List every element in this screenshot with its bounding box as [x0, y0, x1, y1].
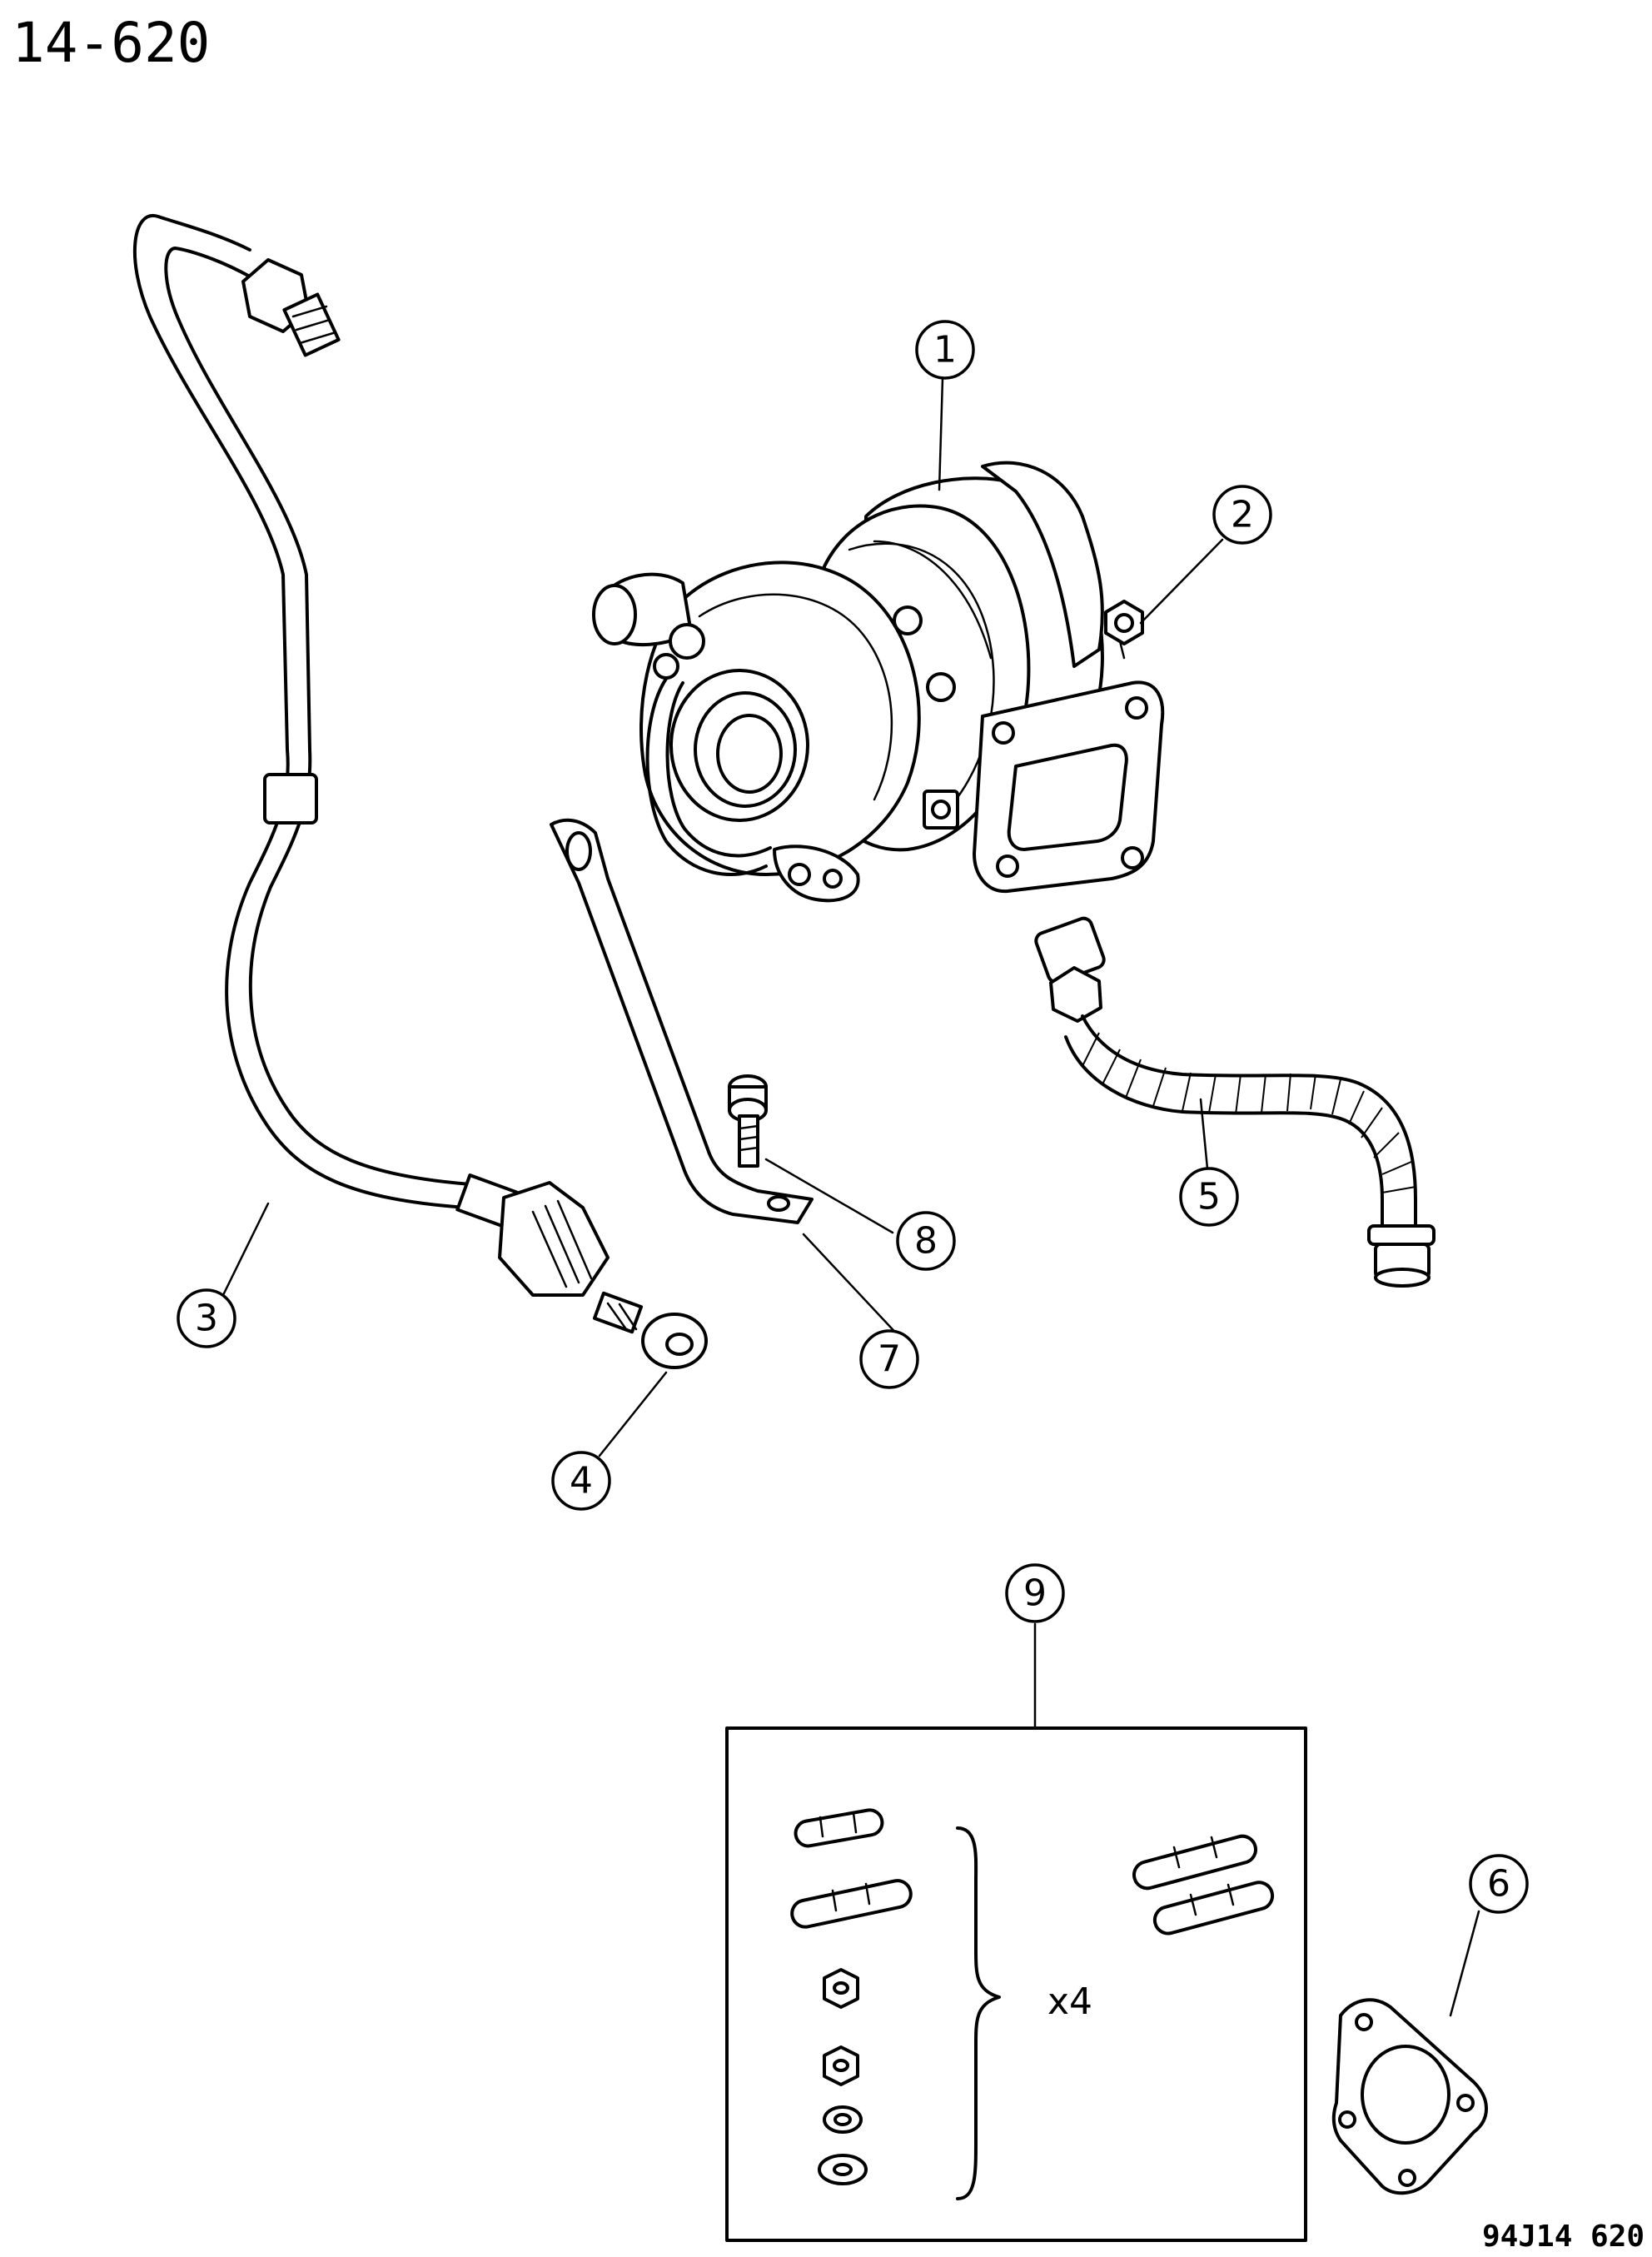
stud-icon [1132, 1834, 1257, 1891]
callout-9: 9 [1005, 1563, 1065, 1623]
quantity-label: x4 [1047, 1980, 1092, 2023]
callout-1: 1 [915, 320, 975, 380]
callout-4: 4 [551, 1451, 611, 1511]
nut-icon [823, 1968, 859, 2009]
leader-lines [221, 377, 1480, 2017]
callout-8: 8 [896, 1211, 956, 1271]
page-code: 14-620 [12, 11, 210, 75]
washer [641, 1313, 708, 1369]
flat-washer-icon [818, 2154, 868, 2185]
callout-number: 8 [914, 1220, 938, 1263]
stud-icon [1152, 1881, 1275, 1936]
callout-5: 5 [1179, 1167, 1239, 1227]
callout-7: 7 [859, 1329, 919, 1389]
callout-number: 2 [1231, 494, 1254, 536]
callout-number: 4 [570, 1460, 593, 1502]
lock-washer-icon [823, 2105, 863, 2134]
callout-number: 1 [933, 329, 957, 371]
callout-number: 3 [195, 1298, 218, 1340]
callout-2: 2 [1212, 485, 1272, 545]
support-bracket [550, 818, 814, 1224]
brace [956, 1826, 1001, 2200]
callout-number: 7 [878, 1338, 901, 1381]
stud-icon [790, 1879, 913, 1929]
oil-supply-tube [132, 213, 644, 1334]
gasket [1331, 1998, 1488, 2195]
nut [1104, 600, 1144, 645]
mounting-kit-box: x4 [725, 1726, 1307, 2242]
callout-number: 5 [1197, 1176, 1221, 1218]
oil-drain-tube [1034, 916, 1436, 1288]
nut-icon [823, 2045, 859, 2086]
turbocharger [592, 461, 1165, 903]
bolt [728, 1074, 768, 1168]
stud-icon [794, 1808, 884, 1848]
figure-code: 94J14 620 [1482, 2220, 1645, 2254]
callout-number: 9 [1023, 1572, 1047, 1615]
callout-number: 6 [1487, 1863, 1510, 1906]
callout-3: 3 [177, 1288, 236, 1348]
callout-6: 6 [1469, 1854, 1529, 1914]
